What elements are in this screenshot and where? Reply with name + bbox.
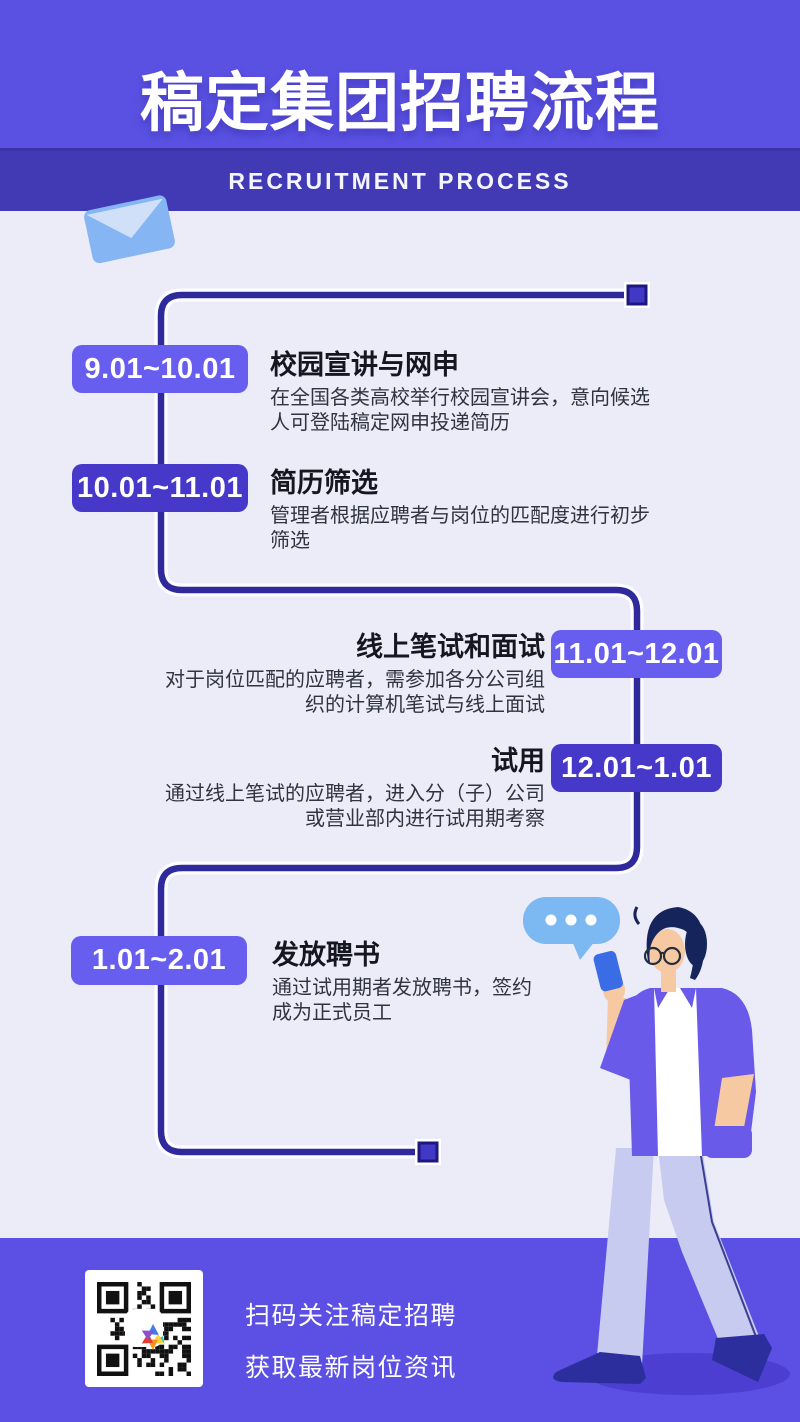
step1-title: 校园宣讲与网申: [270, 350, 459, 380]
qr-logo-pinwheel: [141, 1324, 165, 1350]
step5-desc: 通过试用期者发放聘书，签约 成为正式员工: [272, 977, 532, 1024]
date-badge-step4: 12.01~1.01: [551, 744, 722, 792]
timeline-end-node: [417, 1141, 439, 1163]
subtitle: RECRUITMENT PROCESS: [228, 168, 572, 194]
step1: 校园宣讲与网申 在全国各类高校举行校园宣讲会，意向候选 人可登陆稿定网申投递简历: [270, 348, 665, 436]
qr-logo: [127, 1311, 165, 1350]
step3-title: 线上笔试和面试: [356, 632, 545, 662]
step2-title: 简历筛选: [270, 468, 378, 498]
envelope-icon: [84, 195, 175, 264]
step2: 简历筛选 管理者根据应聘者与岗位的匹配度进行初步 筛选: [270, 466, 665, 554]
date-badge-step1: 9.01~10.01: [72, 345, 248, 393]
timeline-start-node: [626, 284, 648, 306]
footer-line2: 获取最新岗位资讯: [245, 1354, 458, 1382]
date-badge-step3: 11.01~12.01: [551, 630, 722, 678]
step2-desc: 管理者根据应聘者与岗位的匹配度进行初步 筛选: [270, 505, 650, 552]
subtitle-band: RECRUITMENT PROCESS: [0, 148, 800, 211]
step3-desc: 对于岗位匹配的应聘者，需参加各分公司组 织的计算机笔试与线上面试: [165, 669, 545, 716]
date-badge-step5: 1.01~2.01: [71, 936, 247, 985]
date-badge-step2: 10.01~11.01: [72, 464, 248, 512]
footer-line1: 扫码关注稿定招聘: [245, 1302, 458, 1330]
qr-code: [85, 1270, 203, 1387]
step4-title: 试用: [491, 746, 545, 776]
step5-title: 发放聘书: [272, 940, 380, 970]
step4-desc: 通过线上笔试的应聘者，进入分（子）公司 或营业部内进行试用期考察: [165, 783, 545, 830]
step3: 线上笔试和面试 对于岗位匹配的应聘者，需参加各分公司组 织的计算机笔试与线上面试: [150, 630, 545, 718]
page-title: 稿定集团招聘流程: [140, 67, 660, 139]
step5: 发放聘书 通过试用期者发放聘书，签约 成为正式员工: [272, 938, 667, 1026]
header: 稿定集团招聘流程: [0, 0, 800, 148]
footer: 扫码关注稿定招聘 获取最新岗位资讯: [0, 1238, 800, 1422]
step1-desc: 在全国各类高校举行校园宣讲会，意向候选 人可登陆稿定网申投递简历: [270, 387, 650, 434]
step4: 试用 通过线上笔试的应聘者，进入分（子）公司 或营业部内进行试用期考察: [150, 744, 545, 832]
